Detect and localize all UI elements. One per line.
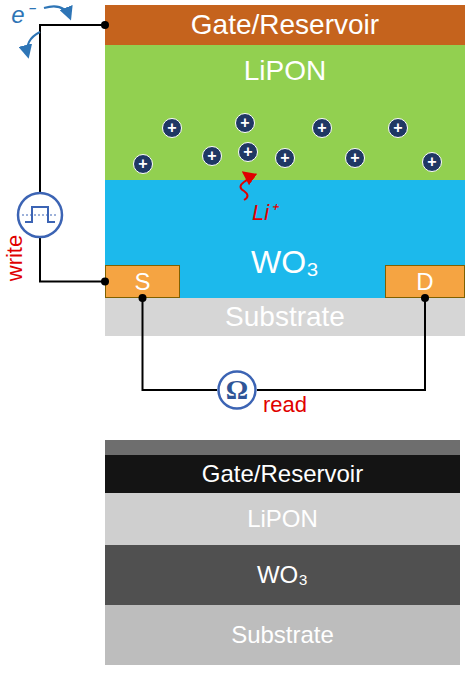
read-label: read — [263, 394, 307, 416]
substrate-layer: Substrate — [105, 298, 465, 336]
ohmmeter: Ω — [217, 370, 257, 410]
layer-label: LiPON — [244, 57, 326, 85]
pulse-source — [18, 193, 62, 237]
electron-arrow — [27, 32, 40, 56]
lithium-ion: + — [345, 148, 365, 168]
tem-band: LiPON — [105, 493, 460, 545]
drain-electrode: D — [385, 265, 465, 298]
layer-label: WO₃ — [251, 246, 319, 278]
channel-layer: WO₃ S D — [105, 180, 465, 298]
tem-band: Gate/Reservoir — [105, 455, 460, 493]
tem-band: WO₃ — [105, 545, 460, 605]
lithium-ion: + — [312, 118, 332, 138]
lithium-ion: + — [202, 146, 222, 166]
lithium-ion: + — [235, 113, 255, 133]
lithium-ion: + — [422, 152, 442, 172]
ion-label: Li⁺ — [252, 202, 276, 224]
wire-group — [40, 21, 109, 286]
electron-symbol: e⁻ — [11, 3, 32, 27]
layer-label: Substrate — [231, 623, 334, 647]
layer-label: Substrate — [225, 303, 345, 331]
tem-band: Substrate — [105, 605, 460, 665]
source-electrode: S — [105, 265, 180, 298]
electron-arrow — [44, 6, 70, 18]
square-wave — [25, 207, 55, 222]
layer-label: Gate/Reservoir — [202, 462, 363, 486]
layer-label: LiPON — [247, 507, 318, 531]
layer-label: Gate/Reservoir — [191, 11, 379, 39]
lithium-ion: + — [388, 118, 408, 138]
wave-baseline — [22, 215, 58, 216]
layer-label: D — [416, 270, 433, 294]
lithium-ion: + — [275, 148, 295, 168]
circuit-wire — [40, 25, 105, 282]
write-label: write — [4, 235, 26, 281]
lithium-ion: + — [238, 142, 258, 162]
layer-label: S — [134, 270, 150, 294]
gate-layer: Gate/Reservoir — [105, 5, 465, 45]
ohmmeter-outline — [219, 372, 256, 409]
lithium-ion: + — [162, 118, 182, 138]
layer-label: WO₃ — [257, 563, 308, 587]
lithium-ion: + — [133, 154, 153, 174]
layer-label: Ω — [226, 376, 248, 404]
